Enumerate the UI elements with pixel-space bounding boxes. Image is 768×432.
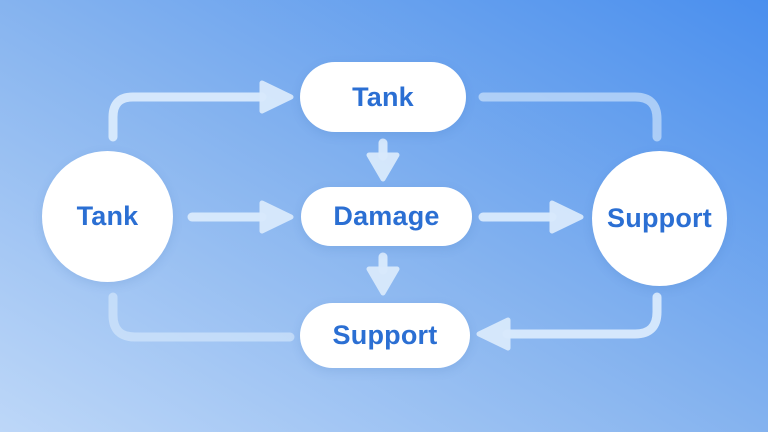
connector-rightcircle-to-bottompill <box>502 292 662 339</box>
arrowhead-down-bottompill-icon <box>366 266 400 296</box>
node-top-pill-tank: Tank <box>300 62 466 132</box>
arrowhead-right-middlepill-icon <box>259 200 294 234</box>
node-label: Damage <box>333 201 440 231</box>
node-label: Tank <box>352 81 414 112</box>
node-left-circle-tank: Tank <box>42 151 173 282</box>
node-label: Support <box>607 203 712 233</box>
node-label: Tank <box>76 201 139 231</box>
node-bottom-pill-support: Support <box>300 303 470 368</box>
connector-leftcircle-to-bottompill <box>108 292 295 342</box>
connector-leftcircle-to-toppill <box>108 92 267 142</box>
node-right-circle-support: Support <box>592 151 727 286</box>
node-label: Support <box>332 320 438 350</box>
arrowhead-down-middlepill-icon <box>366 152 400 182</box>
node-middle-pill-damage: Damage <box>301 187 472 246</box>
arrowhead-right-toppill-icon <box>259 80 294 114</box>
arrowhead-right-rightcircle-icon <box>549 200 584 234</box>
arrowhead-left-bottompill-icon <box>476 317 511 351</box>
connector-toppill-to-rightcircle <box>478 92 662 142</box>
